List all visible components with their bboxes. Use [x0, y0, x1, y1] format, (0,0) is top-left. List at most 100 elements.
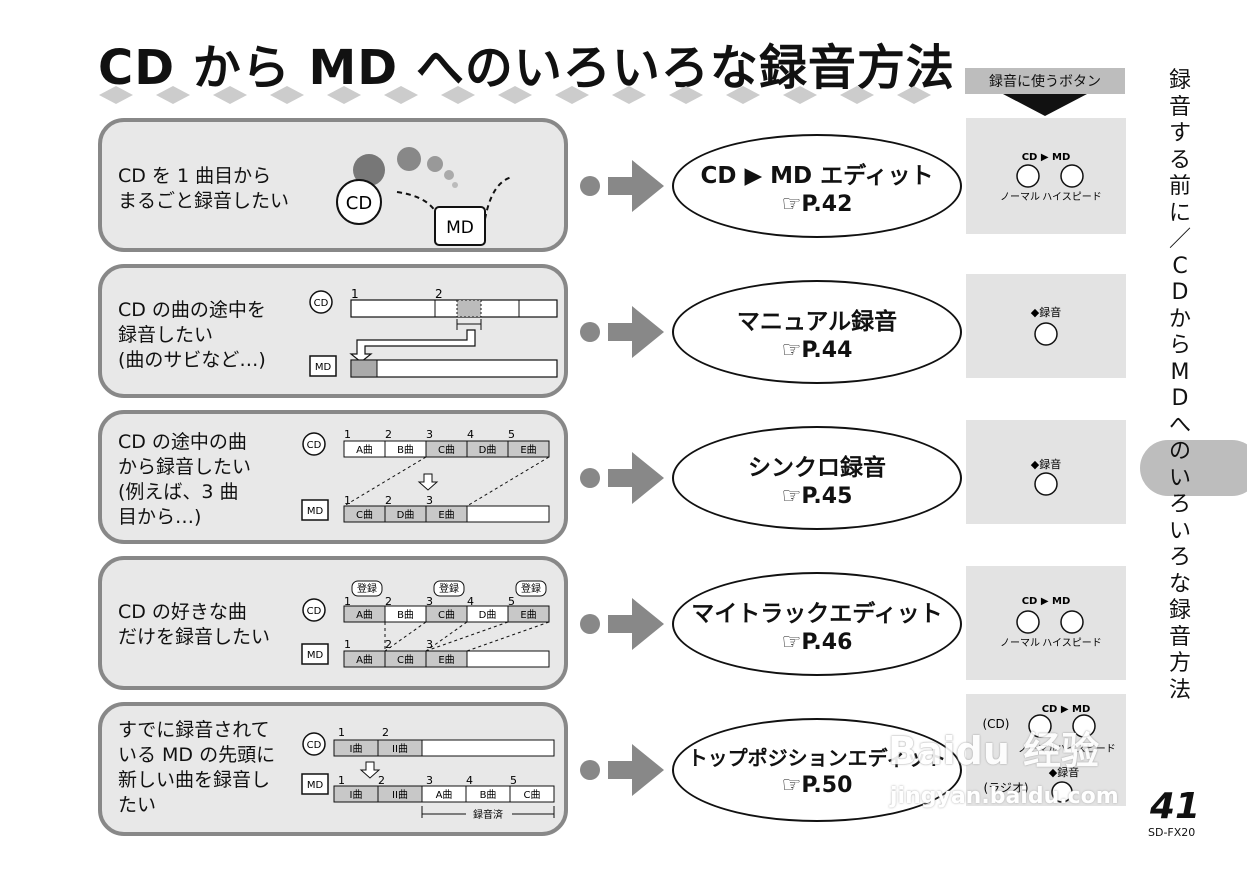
register-tag	[433, 580, 465, 597]
cd-md-button-label: CD ▶ MD	[1042, 704, 1091, 715]
diamond-shape	[669, 86, 703, 104]
method-cd-md-edit[interactable]: CD ▶ MD エディット ☞P.42	[672, 134, 962, 238]
record-button-label: ◆録音	[1031, 305, 1061, 319]
track-num: 5	[508, 428, 515, 441]
track-num: 5	[508, 595, 515, 608]
track-name: B曲	[397, 444, 414, 456]
radio-side-label: (ラジオ)	[983, 781, 1028, 795]
track-num: 4	[467, 428, 474, 441]
normal-button-icon	[1028, 714, 1052, 738]
row-description: すでに録音されて いる MD の先頭に 新しい曲を録音し たい	[118, 719, 276, 816]
track-name: B曲	[480, 789, 497, 801]
down-arrow-icon	[359, 761, 381, 779]
button-box-1: CD ▶ MD ノーマル ハイスピード	[966, 118, 1126, 234]
track-num: 2	[378, 774, 385, 787]
connector-dot	[580, 614, 600, 634]
recorded-label: 録音済	[473, 808, 503, 821]
diamond-shape	[270, 86, 304, 104]
row-connectors	[580, 160, 664, 796]
track-num: 2	[385, 595, 392, 608]
track-num: 5	[510, 774, 517, 787]
track-num: 4	[466, 774, 473, 787]
page-reference[interactable]: ☞P.46	[781, 629, 853, 655]
diamond-shape	[99, 86, 133, 104]
high-speed-button-icon	[1060, 610, 1084, 634]
section-tab	[1140, 440, 1247, 496]
connector-dot	[580, 468, 600, 488]
md-label: MD	[315, 362, 332, 373]
diamond-shape	[384, 86, 418, 104]
cd-side-label: (CD)	[983, 717, 1010, 731]
track-num: 2	[385, 494, 392, 507]
track-cell	[507, 440, 550, 458]
diamond-shape	[498, 86, 532, 104]
diamond-shape	[327, 86, 361, 104]
cd-md-button-label: CD ▶ MD	[1022, 152, 1071, 163]
right-arrow-icon	[608, 744, 664, 796]
page-title: CD から MD へのいろいろな録音方法	[98, 40, 955, 96]
track-num: 3	[426, 638, 433, 651]
track-num: 1	[344, 638, 351, 651]
track-name: A曲	[356, 444, 373, 456]
high-speed-button-icon	[1072, 714, 1096, 738]
button-box-5: CD ▶ MD (CD) ノーマル ハイスピード (ラジオ) ◆録音	[966, 694, 1126, 806]
method-top-position-edit[interactable]: トップポジションエディット ☞P.50	[672, 718, 962, 822]
row-description: CD の途中の曲 から録音したい (例えば、3 曲 目から…)	[118, 431, 252, 528]
row-panel-manual: CD の曲の途中を 録音したい (曲のサビなど…) CD 1 2 MD	[98, 264, 568, 398]
button-box-4: CD ▶ MD ノーマル ハイスピード	[966, 566, 1126, 680]
track-empty	[421, 739, 555, 757]
track-num: 2	[385, 638, 392, 651]
normal-button-icon	[1016, 164, 1040, 188]
row-description: CD の好きな曲 だけを録音したい	[118, 601, 271, 648]
track-name: B曲	[397, 609, 414, 621]
cd-disc-icon	[336, 179, 382, 225]
cd-label: CD	[314, 298, 329, 309]
button-box-2: ◆録音	[966, 274, 1126, 378]
register-tag	[515, 580, 547, 597]
cd-md-button-label: CD ▶ MD	[1022, 596, 1071, 607]
page-reference[interactable]: ☞P.44	[781, 337, 853, 363]
record-button-icon	[1034, 472, 1058, 496]
page-reference[interactable]: ☞P.45	[781, 483, 853, 509]
watermark-url: jingyan.baidu.com	[890, 784, 1119, 809]
track-name: I曲	[350, 789, 363, 801]
cd-label: CD	[307, 740, 322, 751]
high-speed-label: ハイスピード	[1042, 191, 1102, 203]
normal-label: ノーマル	[1000, 638, 1040, 649]
right-arrow-icon	[608, 598, 664, 650]
md-disc-icon	[301, 499, 329, 521]
normal-label: ノーマル	[1000, 192, 1040, 203]
model-number: SD-FX20	[1148, 826, 1196, 839]
track-name: C曲	[397, 654, 414, 666]
method-manual-recording[interactable]: マニュアル録音 ☞P.44	[672, 280, 962, 384]
md-disc-icon	[434, 206, 486, 246]
register-tag-label: 登録	[357, 582, 377, 595]
track-num: 1	[338, 726, 345, 739]
page-reference[interactable]: ☞P.50	[781, 773, 853, 798]
record-button-icon	[1034, 322, 1058, 346]
track-name: A曲	[356, 654, 373, 666]
method-synchro-recording[interactable]: シンクロ録音 ☞P.45	[672, 426, 962, 530]
page-reference[interactable]: ☞P.42	[781, 191, 853, 217]
track-name: E曲	[438, 509, 454, 521]
track-num: 4	[467, 595, 474, 608]
method-my-track-edit[interactable]: マイトラックエディット ☞P.46	[672, 572, 962, 676]
record-button-label: ◆録音	[1049, 765, 1079, 779]
track-cell	[509, 785, 555, 803]
track-name: C曲	[438, 609, 455, 621]
track-num: 2	[385, 428, 392, 441]
cd-label: CD	[307, 606, 322, 617]
right-arrow-icon	[608, 160, 664, 212]
row-panel-cd-md-edit: CD を 1 曲目から まるごと録音したい CD MD	[98, 118, 568, 252]
track-num: 1	[344, 595, 351, 608]
diamond-shape	[213, 86, 247, 104]
register-tag	[351, 580, 383, 597]
cd-disc-icon	[302, 598, 326, 622]
md-label: MD	[307, 650, 324, 661]
track-empty	[466, 505, 550, 523]
